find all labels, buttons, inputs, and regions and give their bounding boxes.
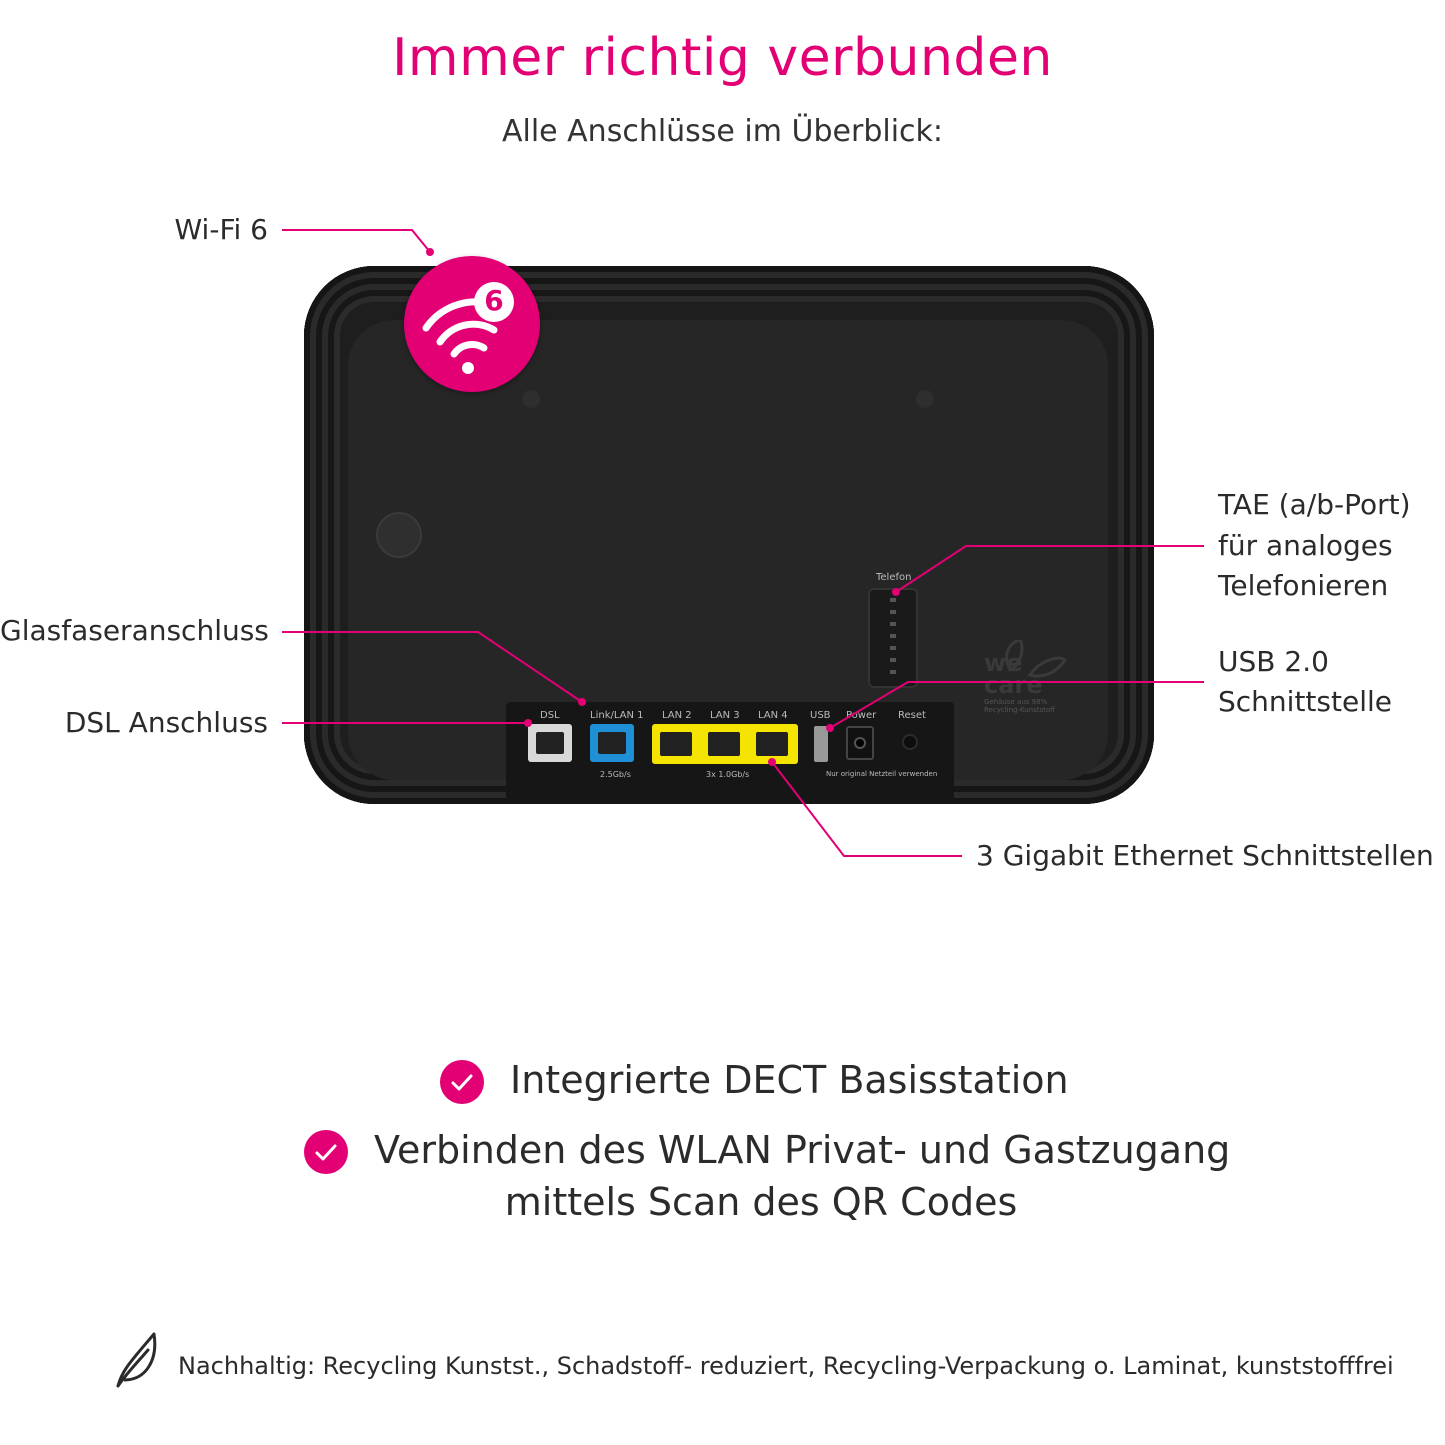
lan-port-group [652, 724, 798, 764]
port-label-reset: Reset [898, 710, 926, 721]
tae-port [868, 588, 918, 688]
we-care-logo: we care Gehäuse aus 98% Recycling-Kunsts… [980, 638, 1070, 720]
port-label-usb: USB [810, 710, 831, 721]
port-label-lan2: LAN 2 [662, 710, 692, 721]
check-icon [440, 1060, 484, 1104]
port-label-dsl: DSL [540, 710, 560, 721]
callout-usb-line1: USB 2.0 [1218, 645, 1329, 678]
speed-note-2-5: 2.5Gb/s [600, 770, 631, 779]
feature-wlan-line1: Verbinden des WLAN Privat- und Gastzugan… [374, 1128, 1231, 1172]
port-label-power: Power [846, 710, 877, 721]
router-button-icon [376, 512, 422, 558]
footer-sustainability: Nachhaltig: Recycling Kunstst., Schadsto… [178, 1352, 1394, 1380]
check-icon [304, 1130, 348, 1174]
feature-wlan-line2: mittels Scan des QR Codes [504, 1180, 1018, 1224]
callout-dsl: DSL Anschluss [64, 706, 268, 739]
callout-usb-line2: Schnittstelle [1218, 685, 1392, 718]
wifi6-badge: 6 [404, 256, 540, 392]
callout-wifi6: Wi-Fi 6 [174, 213, 268, 246]
callout-ethernet: 3 Gigabit Ethernet Schnittstellen [976, 839, 1434, 872]
callout-tae-line2: für analoges [1218, 529, 1393, 562]
power-port [846, 726, 874, 760]
glasfaser-port [590, 724, 634, 762]
wifi6-number: 6 [484, 284, 504, 317]
usb-port [814, 726, 828, 762]
router-led-right [916, 390, 934, 408]
dsl-port [528, 724, 572, 762]
callout-tae-line1: TAE (a/b-Port) [1218, 488, 1411, 521]
telefon-port-label: Telefon [876, 572, 912, 583]
feature-dect: Integrierte DECT Basisstation [510, 1058, 1069, 1102]
port-label-lan4: LAN 4 [758, 710, 788, 721]
page-title: Immer richtig verbunden [392, 28, 1053, 88]
reset-button [904, 736, 916, 748]
page-subtitle: Alle Anschlüsse im Überblick: [501, 114, 944, 149]
wifi-icon [422, 282, 514, 374]
callout-glasfaser: Glasfaseranschluss [0, 614, 269, 647]
callout-tae-line3: Telefonieren [1218, 569, 1389, 602]
port-label-lan3: LAN 3 [710, 710, 740, 721]
router-led-left [522, 390, 540, 408]
leaf-icon [112, 1330, 162, 1390]
power-note: Nur original Netzteil verwenden [826, 770, 938, 778]
speed-note-1-0: 3x 1.0Gb/s [706, 770, 750, 779]
port-label-lan1: Link/LAN 1 [590, 710, 644, 721]
